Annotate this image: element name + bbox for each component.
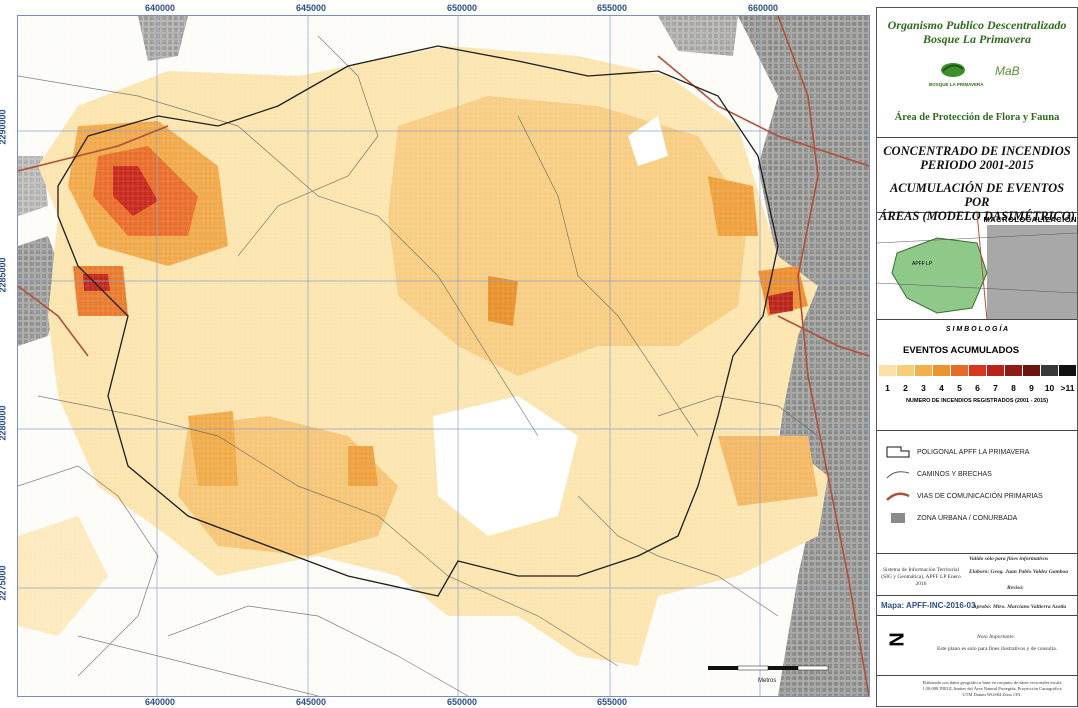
- legend-class-number: 7: [993, 383, 998, 393]
- legend-swatch: [1005, 365, 1022, 376]
- scale-bar: [708, 665, 829, 671]
- vias-label: VIAS DE COMUNICACIÓN PRIMARIAS: [917, 492, 1043, 500]
- legend-item-vias: VIAS DE COMUNICACIÓN PRIMARIAS: [885, 489, 1043, 503]
- polygon-icon: [886, 446, 910, 458]
- legend-item-poligonal: POLIGONAL APFF LA PRIMAVERA: [885, 445, 1029, 459]
- x-tick-top: 640000: [145, 3, 176, 13]
- x-tick-top: 645000: [296, 3, 327, 13]
- scale-label: Metros: [758, 678, 776, 684]
- eventos-legend-box: S I M B O L O G Í A EVENTOS ACUMULADOS 1…: [877, 320, 1077, 431]
- legend-class-number: 10: [1044, 383, 1055, 393]
- y-tick: 2275000: [0, 565, 8, 601]
- legend-class-number: 8: [1011, 383, 1016, 393]
- x-tick-bottom: 645000: [296, 697, 327, 707]
- legend-panel: Organismo Publico Descentralizado Bosque…: [876, 7, 1078, 707]
- legend-swatch: [879, 365, 896, 376]
- legend-class-number: 9: [1029, 383, 1034, 393]
- y-tick: 2285000: [0, 257, 8, 293]
- class-numbers: 1 2 3 4 5 6 7 8 9 10 >11: [879, 378, 1077, 396]
- legend-class-number: 3: [921, 383, 926, 393]
- bosque-logo-icon: [939, 61, 967, 81]
- header-box: Organismo Publico Descentralizado Bosque…: [877, 8, 1077, 138]
- primary-roads: [18, 16, 869, 696]
- macro-map: [877, 213, 1077, 319]
- x-tick-bottom: 655000: [597, 697, 628, 707]
- apff-boundary: [57, 45, 779, 597]
- macro-apff-label: APFF LP: [912, 261, 933, 267]
- primary-road-icon: [886, 492, 910, 501]
- mapa-label: Mapa: APFF-INC-2016-03: [881, 601, 976, 610]
- mab-logo-icon: MaB: [995, 64, 1020, 78]
- legend-swatch: [933, 365, 950, 376]
- caminos-label: CAMINOS Y BRECHAS: [917, 470, 992, 478]
- nota-title: Nota Importante:: [977, 634, 1016, 640]
- legend-class-number: 1: [885, 383, 890, 393]
- coordinate-grid: [18, 16, 869, 696]
- dirt-roads: [18, 35, 819, 696]
- symbols-box: POLIGONAL APFF LA PRIMAVERA CAMINOS Y BR…: [877, 431, 1077, 554]
- valid-text: Valido sólo para fines informativos: [969, 556, 1049, 562]
- legend-class-number: 5: [957, 383, 962, 393]
- legend-class-number: 4: [939, 383, 944, 393]
- color-swatches: [879, 363, 1077, 381]
- area-label: Área de Protección de Flora y Fauna: [894, 112, 1060, 123]
- legend-class-number: 6: [975, 383, 980, 393]
- footer-text: Elaborado con datos geográficos base en …: [922, 680, 1062, 697]
- zona-label: ZONA URBANA / CONURBADA: [917, 514, 1018, 522]
- macrolocalization-box: MACROLOCALIZACIÓN APFF LP: [877, 213, 1077, 320]
- legend-swatch: [915, 365, 932, 376]
- eventos-caption: NUMERO DE INCENDIOS REGISTRADOS (2001 - …: [905, 398, 1049, 404]
- density-fill: [18, 16, 869, 696]
- legend-swatch: [1041, 365, 1058, 376]
- legend-class-number: 2: [903, 383, 908, 393]
- legend-swatch: [951, 365, 968, 376]
- title-box: CONCENTRADO DE INCENDIOS PERIODO 2001-20…: [877, 138, 1077, 223]
- legend-swatch: [1023, 365, 1040, 376]
- fire-density-map: Metros: [18, 16, 869, 696]
- legend-swatch: [987, 365, 1004, 376]
- title-line-2: PERIODO 2001-2015: [920, 158, 1034, 172]
- map-area[interactable]: Metros: [17, 15, 870, 697]
- aprobo-text: Aprobó: Mtro. Marciano Valtierra Azotla: [973, 604, 1067, 610]
- legend-swatch: [969, 365, 986, 376]
- y-tick: 2290000: [0, 109, 8, 145]
- x-tick-top: 660000: [748, 3, 779, 13]
- north-arrow-icon: N: [886, 632, 909, 647]
- elaboro-text: Elaboró: Geog. Juan Pablo Valdez Gamboa: [969, 569, 1069, 575]
- simbologia-label: S I M B O L O G Í A: [945, 326, 1009, 333]
- mapa-box: Mapa: APFF-INC-2016-03 Aprobó: Mtro. Mar…: [877, 596, 1077, 616]
- reviso-text: Revisó:: [1007, 585, 1024, 591]
- org-line-1: Organismo Publico Descentralizado: [887, 18, 1067, 32]
- legend-class-number: >11: [1060, 383, 1075, 393]
- credits-box: Sistema de Información Territorial (SIG …: [877, 554, 1077, 596]
- legend-item-zona: ZONA URBANA / CONURBADA: [885, 511, 1017, 525]
- nota-body: Este plano es solo para fines ilustrativ…: [937, 646, 1058, 652]
- eventos-title: EVENTOS ACUMULADOS: [903, 345, 1020, 356]
- legend-swatch: [1059, 365, 1076, 376]
- urban-zone-icon: [891, 513, 905, 523]
- title-line-3: ACUMULACIÓN DE EVENTOS POR: [889, 181, 1065, 209]
- x-tick-top: 655000: [597, 3, 628, 13]
- poligonal-label: POLIGONAL APFF LA PRIMAVERA: [917, 448, 1030, 456]
- road-line-icon: [886, 471, 910, 479]
- macro-label: MACROLOCALIZACIÓN: [983, 215, 1077, 224]
- y-tick: 2280000: [0, 405, 8, 441]
- org-line-2: Bosque La Primavera: [923, 32, 1031, 46]
- x-tick-bottom: 640000: [145, 697, 176, 707]
- legend-item-caminos: CAMINOS Y BRECHAS: [885, 467, 992, 481]
- x-tick-top: 650000: [447, 3, 478, 13]
- note-box: N Nota Importante: Este plano es solo pa…: [877, 616, 1077, 676]
- logo-left-label: BOSQUE LA PRIMAVERA: [929, 82, 984, 87]
- legend-swatch: [897, 365, 914, 376]
- x-tick-bottom: 650000: [447, 697, 478, 707]
- title-line-1: CONCENTRADO DE INCENDIOS: [883, 144, 1071, 158]
- system-text: Sistema de Información Territorial (SIG …: [881, 567, 961, 587]
